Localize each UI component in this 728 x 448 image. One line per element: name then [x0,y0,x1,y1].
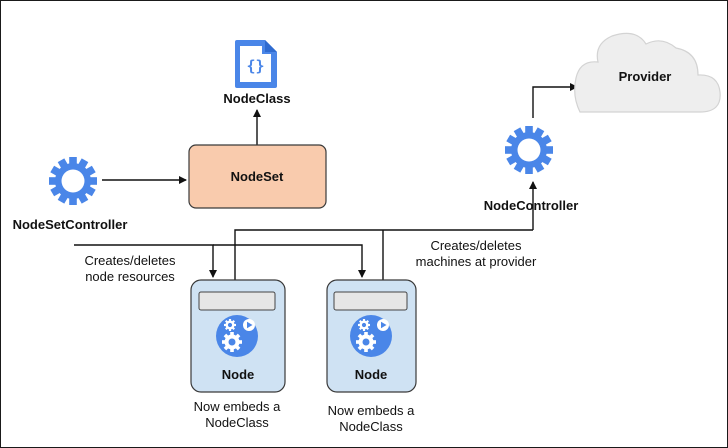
arrow-node1-to-nodecontroller [234,229,533,280]
node-controller-label: NodeController [484,198,579,213]
annotation-right-line1: Creates/deletes [430,238,522,253]
annotation-left-line2: node resources [85,269,175,284]
nodeset-controller-label: NodeSetController [13,217,128,232]
cloud-icon[interactable] [574,32,721,113]
nodeset-box[interactable] [188,144,327,209]
annotation-left-line1: Creates/deletes [84,253,176,268]
node-gear-icon [216,315,258,357]
connectors [74,83,578,280]
nodeclass-label: NodeClass [223,91,290,106]
arrow-nodecontroller-to-provider [532,83,578,118]
node-gear-icon [350,315,392,357]
provider-label: Provider [619,69,672,84]
arrow-nodesetcontroller-to-node2 [213,244,366,278]
node-caption-line2: NodeClass [339,419,403,434]
nodeset-label: NodeSet [231,169,284,184]
gear-icon [49,157,97,205]
node-card-2[interactable]: Node [326,279,417,393]
node-label: Node [222,367,255,382]
node-caption-line1: Now embeds a [194,399,281,414]
play-icon [243,319,255,331]
node-caption-line2: NodeClass [205,415,269,430]
code-file-icon: {} [235,40,277,88]
gear-icon [505,126,553,174]
annotation-right-line2: machines at provider [416,254,537,269]
node-caption-line1: Now embeds a [328,403,415,418]
node-card-1[interactable]: Node [190,279,286,393]
node-label: Node [355,367,388,382]
node-header-bar [198,291,276,311]
svg-text:{}: {} [246,57,264,75]
node-header-bar [333,291,408,311]
play-icon [377,319,389,331]
